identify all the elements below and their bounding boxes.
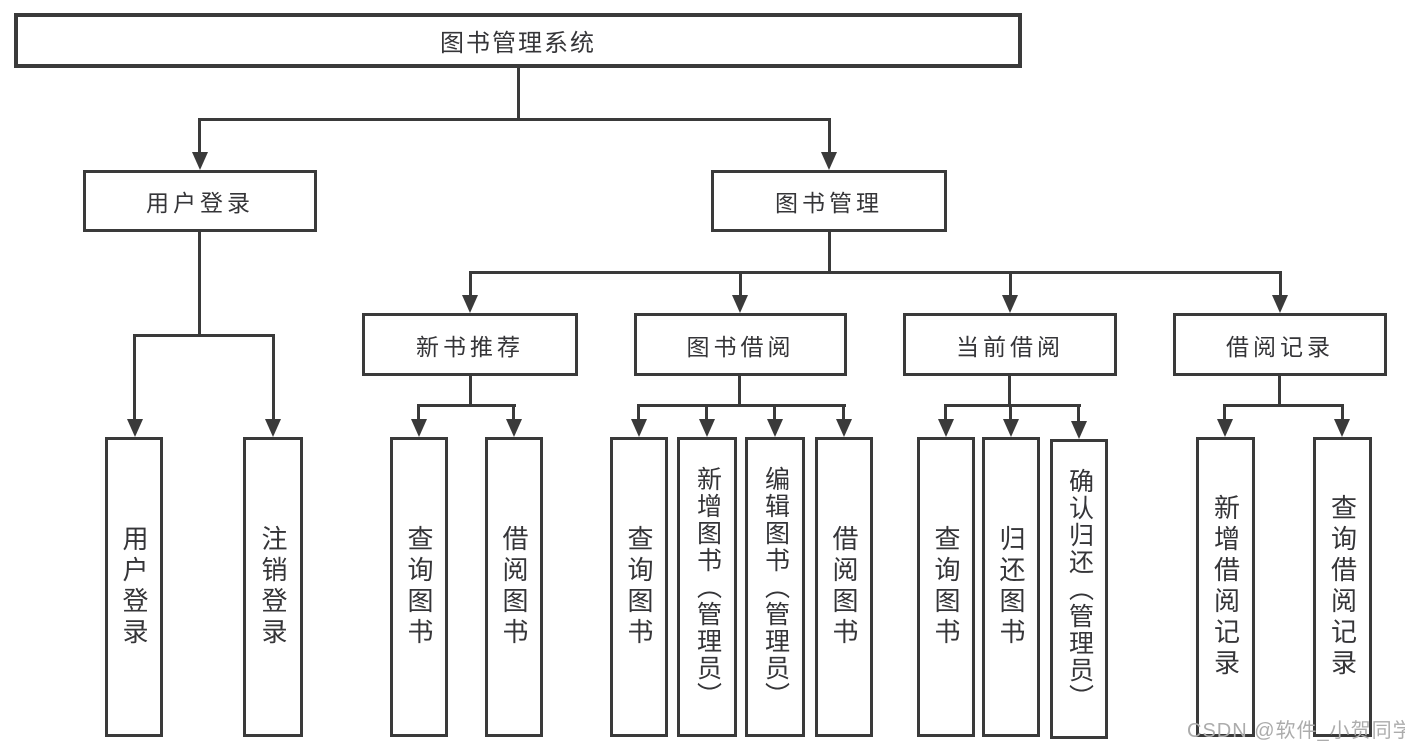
node-library-system-label: 图书管理系统 (440, 30, 596, 57)
connector-line (705, 404, 708, 422)
connector-line (828, 118, 831, 154)
connector-line (1223, 404, 1344, 407)
connector-line (469, 271, 1282, 274)
connector-line (637, 404, 640, 422)
connector-line (828, 232, 831, 274)
node-user-login: 用户登录 (83, 170, 317, 232)
arrow-down-icon (1272, 295, 1288, 313)
connector-line (198, 118, 201, 154)
arrow-down-icon (506, 419, 522, 437)
leaf-add-borrow-record-label: 新增借阅记录 (1210, 494, 1241, 680)
arrow-down-icon (1003, 419, 1019, 437)
arrow-down-icon (767, 419, 783, 437)
connector-line (738, 376, 741, 406)
leaf-query-books-recommend-label: 查询图书 (404, 525, 434, 649)
leaf-logout-label: 注销登录 (258, 525, 288, 649)
arrow-down-icon (1071, 421, 1087, 439)
connector-line (198, 118, 831, 121)
connector-line (944, 404, 1081, 407)
connector-line (773, 404, 776, 422)
connector-line (1077, 404, 1080, 424)
connector-line (133, 334, 275, 337)
connector-line (133, 334, 136, 420)
leaf-add-borrow-record: 新增借阅记录 (1196, 437, 1255, 737)
connector-line (842, 404, 845, 422)
arrow-down-icon (127, 419, 143, 437)
leaf-add-book-admin: 新增图书（管理员） (677, 437, 737, 737)
connector-line (417, 404, 516, 407)
arrow-down-icon (821, 152, 837, 170)
connector-line (1009, 404, 1012, 422)
arrow-down-icon (1002, 295, 1018, 313)
arrow-down-icon (836, 419, 852, 437)
arrow-down-icon (631, 419, 647, 437)
node-current-borrowing: 当前借阅 (903, 313, 1117, 376)
connector-line (1009, 271, 1012, 297)
leaf-logout: 注销登录 (243, 437, 303, 737)
leaf-borrow-books-borrowing: 借阅图书 (815, 437, 873, 737)
node-new-book-recommend: 新书推荐 (362, 313, 578, 376)
node-borrowing-records: 借阅记录 (1173, 313, 1387, 376)
node-borrowing-records-label: 借阅记录 (1226, 333, 1334, 360)
connector-line (1008, 376, 1011, 406)
arrow-down-icon (462, 295, 478, 313)
node-book-borrowing: 图书借阅 (634, 313, 847, 376)
leaf-edit-book-admin: 编辑图书（管理员） (745, 437, 805, 737)
connector-line (1341, 404, 1344, 422)
node-book-borrowing-label: 图书借阅 (686, 333, 795, 360)
arrow-down-icon (938, 419, 954, 437)
arrow-down-icon (265, 419, 281, 437)
arrow-down-icon (1217, 419, 1233, 437)
connector-line (198, 232, 201, 336)
node-current-borrowing-label: 当前借阅 (956, 333, 1064, 360)
leaf-borrow-books-recommend: 借阅图书 (485, 437, 543, 737)
node-new-book-recommend-label: 新书推荐 (416, 333, 524, 360)
connector-line (637, 404, 846, 407)
leaf-user-login-label: 用户登录 (119, 525, 149, 649)
leaf-query-books-borrowing-label: 查询图书 (624, 525, 654, 649)
leaf-query-books-current-label: 查询图书 (931, 525, 961, 649)
leaf-confirm-return-admin-label: 确认归还（管理员） (1065, 467, 1094, 711)
arrow-down-icon (699, 419, 715, 437)
watermark: CSDN @软件_小贺同学 (1187, 720, 1405, 742)
node-library-system: 图书管理系统 (14, 13, 1022, 68)
arrow-down-icon (732, 295, 748, 313)
leaf-confirm-return-admin: 确认归还（管理员） (1050, 439, 1108, 739)
arrow-down-icon (1334, 419, 1350, 437)
leaf-edit-book-admin-label: 编辑图书（管理员） (761, 465, 790, 709)
leaf-query-books-current: 查询图书 (917, 437, 975, 737)
connector-line (272, 334, 275, 420)
node-book-management: 图书管理 (711, 170, 947, 232)
node-book-management-label: 图书管理 (775, 190, 883, 216)
arrow-down-icon (192, 152, 208, 170)
connector-line (417, 404, 420, 422)
leaf-query-borrow-record: 查询借阅记录 (1313, 437, 1372, 737)
connector-line (1279, 271, 1282, 297)
connector-line (1223, 404, 1226, 422)
leaf-query-books-recommend: 查询图书 (390, 437, 448, 737)
leaf-borrow-books-recommend-label: 借阅图书 (499, 525, 529, 649)
leaf-return-book: 归还图书 (982, 437, 1040, 737)
leaf-return-book-label: 归还图书 (996, 525, 1026, 649)
leaf-query-borrow-record-label: 查询借阅记录 (1327, 494, 1358, 680)
node-user-login-label: 用户登录 (146, 190, 254, 216)
arrow-down-icon (411, 419, 427, 437)
connector-line (739, 271, 742, 297)
connector-line (469, 376, 472, 406)
connector-line (944, 404, 947, 422)
connector-line (469, 271, 472, 297)
connector-line (1278, 376, 1281, 406)
leaf-add-book-admin-label: 新增图书（管理员） (693, 465, 722, 709)
leaf-user-login: 用户登录 (105, 437, 163, 737)
connector-line (512, 404, 515, 422)
connector-line (517, 68, 520, 121)
leaf-borrow-books-borrowing-label: 借阅图书 (829, 525, 859, 649)
leaf-query-books-borrowing: 查询图书 (610, 437, 668, 737)
